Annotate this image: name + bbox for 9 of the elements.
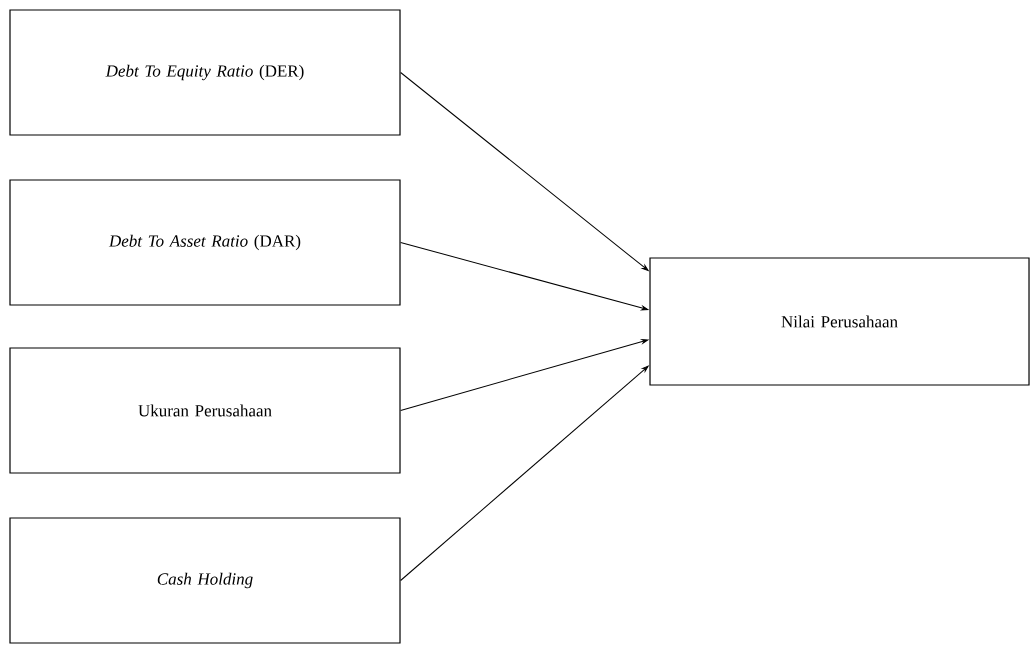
process-box: Debt To Asset Ratio (DAR) (9, 179, 401, 306)
arrow (400, 72, 649, 271)
arrow (400, 242, 649, 311)
process-box: Cash Holding (9, 517, 401, 644)
process-box: Ukuran Perusahaan (9, 347, 401, 474)
arrow (400, 339, 649, 411)
process-box: Nilai Perusahaan (649, 257, 1030, 386)
process-box: Debt To Equity Ratio (DER) (9, 9, 401, 136)
arrow (400, 365, 649, 581)
